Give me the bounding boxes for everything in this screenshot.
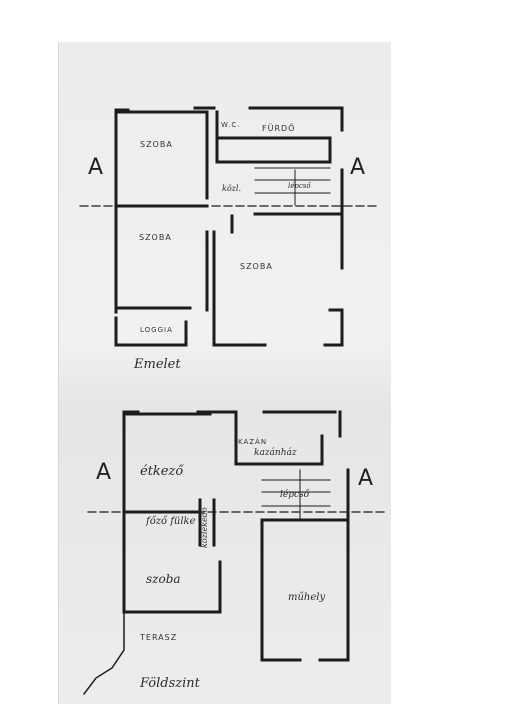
room-label-fozo-fulke: főző fülke (146, 516, 196, 527)
ground-floor-title: Földszint (140, 676, 200, 691)
room-label-szoba-e: SZOBA (240, 262, 273, 271)
photocopy-paper (58, 42, 391, 704)
room-label-furdo: FÜRDŐ (262, 124, 296, 133)
upper-floor-walls (114, 106, 344, 347)
room-label-kazan: KAZÁN (238, 438, 268, 446)
room-label-terasz: TERASZ (140, 633, 178, 642)
room-label-muhely: műhely (288, 592, 326, 603)
room-label-szoba-ground: szoba (146, 572, 181, 586)
section-marker-left-upper: A (88, 155, 104, 180)
room-label-kazanhaz: kazánház (254, 448, 297, 458)
ground-floor-walls (122, 410, 350, 662)
room-label-szoba-nw: SZOBA (140, 140, 173, 149)
room-label-wc: W.C. (221, 121, 241, 129)
room-label-lepcso-upper: lépcső (288, 182, 311, 190)
section-marker-right-upper: A (350, 155, 366, 180)
upper-stair-lines (254, 167, 331, 206)
room-label-etkezo: étkező (140, 464, 184, 479)
room-label-kozlekedo: közlekedő (200, 507, 209, 548)
section-marker-right-ground: A (358, 466, 374, 491)
section-marker-left-ground: A (96, 460, 112, 485)
room-label-loggia: LOGGIA (140, 326, 173, 334)
upper-floor-title: Emelet (134, 357, 181, 372)
terrace-edge (82, 611, 125, 696)
room-label-kozl: közl. (222, 184, 241, 193)
room-label-szoba-w: SZOBA (139, 233, 172, 242)
room-label-lepcso-ground: lépcső (280, 490, 310, 500)
